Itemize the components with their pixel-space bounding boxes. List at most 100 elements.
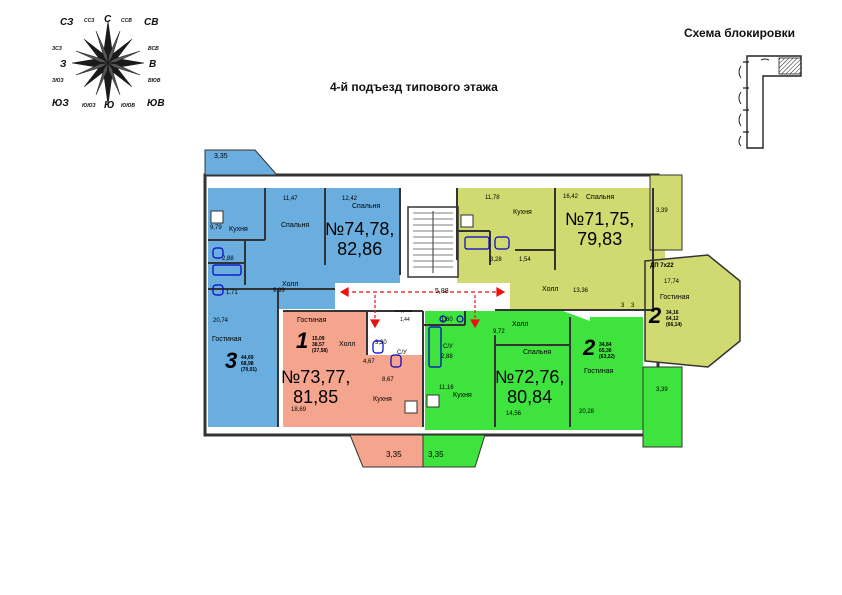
page-title: 4-й подъезд типового этажа: [330, 80, 498, 94]
apartment-2-right[interactable]: [457, 175, 665, 310]
apt3-number: 3: [225, 348, 238, 373]
apt3-hall-area: 9,99: [273, 288, 285, 294]
apt3-area-total: 68,98: [241, 361, 254, 367]
apt1-pantry-area: 1,44: [400, 317, 410, 323]
apt2l-area-total: 65,30: [599, 348, 612, 354]
apt1-area-total: 38,57: [312, 342, 325, 348]
apartment-2-left[interactable]: [425, 311, 643, 430]
apt3-living-label: Гостиная: [212, 336, 242, 343]
apt1-balcony-area: 3,35: [386, 450, 402, 459]
compass-ssw: ЮЮЗ: [82, 103, 96, 109]
apt2l-living-label: Гостиная: [584, 368, 614, 375]
apt3-bedroom2-label: Спальня: [352, 203, 381, 210]
apt1-pantry-label: кладовка: [395, 308, 413, 313]
apt1-area-main: 15,09: [312, 336, 325, 342]
overlay-apt-c: №73,77, 81,85: [281, 367, 350, 407]
apt2r-area-main: 34,16: [666, 310, 679, 316]
balcony-right-upper: [649, 174, 683, 251]
compass-nw: СЗ: [60, 17, 74, 28]
apt3-kitchen-area: 9,79: [210, 225, 222, 231]
apt2l-kitchen-label: Кухня: [453, 392, 472, 399]
apt2l-hall-area: 9,72: [493, 329, 505, 335]
apt2l-kitchen-area: 11,16: [439, 385, 454, 391]
apt1-corr-area: 4,67: [363, 359, 375, 365]
apt2r-area-total2: (66,14): [666, 322, 682, 328]
apt2r-living-label: Гостиная: [660, 294, 690, 301]
apartment-1[interactable]: [283, 311, 423, 427]
overlay-apt-a: №74,78, 82,86: [325, 219, 394, 259]
overlay-c-line1: №73,77,: [281, 367, 351, 387]
apt2l-hall-label: Холл: [512, 321, 529, 328]
apt2r-bedroom-label: Спальня: [586, 194, 615, 201]
compass-e: В: [149, 59, 157, 70]
apt1-hall-area: 3,20: [375, 340, 387, 346]
overlay-d-line1: №72,76,: [495, 367, 565, 387]
apt3-hall-ext: [278, 289, 338, 309]
balcony-right-lower: [642, 366, 683, 448]
kitchen-stoves: [210, 210, 474, 414]
apt3-top: [208, 188, 400, 289]
apt3-living: [208, 289, 278, 427]
balcony-top-left: [204, 149, 279, 176]
apt1-hall-label: Холл: [339, 341, 356, 348]
overlay-d-line2: 80,84: [507, 387, 553, 407]
scheme-title: Схема блокировки: [684, 26, 795, 40]
apt2l-bedroom-area: 14,56: [506, 411, 522, 417]
apt2l-balcony2-area: 3,39: [656, 387, 668, 393]
compass-ene: ВСВ: [148, 46, 159, 52]
compass-w: З: [60, 59, 67, 70]
apt2r-bedroom-area: 16,42: [563, 194, 579, 200]
blocking-scheme: [735, 48, 810, 154]
apt3-area-main: 44,69: [241, 355, 254, 361]
bay-window-living: [644, 254, 741, 368]
apt1-area-total2: (37,58): [312, 348, 328, 354]
apt2r-kitchen-area: 11,78: [485, 195, 500, 201]
apt2r-kitchen-label: Кухня: [513, 209, 532, 216]
corridor-arrows: [339, 286, 506, 329]
apt1-living-label: Гостиная: [297, 317, 327, 324]
compass-s: Ю: [104, 100, 115, 111]
apt2r-balcony-area: 3,39: [656, 208, 668, 214]
apt2l-area-main: 34,84: [599, 342, 612, 348]
apt3-living-area: 20,74: [213, 318, 229, 324]
apt2r-living-area: 17,74: [664, 279, 680, 285]
plumbing-fixtures: [212, 236, 510, 368]
compass-sse: ЮЮВ: [121, 103, 136, 109]
overlay-c-line2: 81,85: [293, 387, 339, 407]
apt2l-wc-label: С/У: [443, 344, 453, 350]
compass-n: С: [104, 14, 112, 25]
corridor-area: 5,88: [435, 288, 449, 295]
apt2r-bath-area: 3,28: [490, 257, 502, 263]
apt2l-area-total2: (63,22): [599, 354, 615, 360]
apartment-3[interactable]: [208, 188, 400, 427]
apt2l-wc-area: 2,88: [441, 354, 453, 360]
apt3-wc-area: 1,71: [226, 290, 238, 296]
balcony-bottom-apt2: [422, 434, 486, 468]
floor-plan-svg: [203, 149, 741, 468]
compass-rose: С Ю В З СВ СЗ ЮВ ЮЗ ССЗ ССВ ЗСЗ ВСВ ЗЮЗ …: [40, 12, 172, 111]
apt3-bedroom-area: 11,47: [283, 196, 298, 202]
apt3-area-total2: (70,01): [241, 367, 257, 373]
overlay-apt-d: №72,76, 80,84: [495, 367, 564, 407]
floor-plan: 3,35 9,79 Кухня 11,47 Спальня 12,42 Спал…: [195, 145, 745, 470]
compass-nnw: ССЗ: [84, 18, 95, 24]
apt1-wc-label: С/У: [397, 350, 407, 356]
apt2l-balcony-area: 3,35: [428, 450, 444, 459]
apt2r-number: 2: [649, 303, 662, 328]
compass-star-icon: [71, 20, 145, 106]
apt3-bedroom2-area: 12,42: [342, 196, 358, 202]
apt2r-hall-area: 13,36: [573, 288, 589, 294]
apt3-kitchen-label: Кухня: [229, 226, 248, 233]
overlay-apt-b: №71,75, 79,83: [565, 209, 634, 249]
apt3-bedroom-label: Спальня: [281, 222, 310, 229]
compass-wsw: ЗЮЗ: [52, 78, 64, 84]
compass-se: ЮВ: [147, 98, 165, 109]
apt2r-dp-label: ДП 7х22: [650, 263, 674, 269]
apt3-bath-area: 2,88: [222, 256, 234, 262]
compass-nne: ССВ: [121, 18, 132, 24]
apt2r-wc-area: 1,54: [519, 257, 531, 263]
common-corridor: [335, 283, 510, 309]
apt3-balcony-area: 3,35: [214, 153, 228, 160]
compass-ese: ВЮВ: [148, 78, 161, 84]
apt1-kitchen-label: Кухня: [373, 396, 392, 403]
